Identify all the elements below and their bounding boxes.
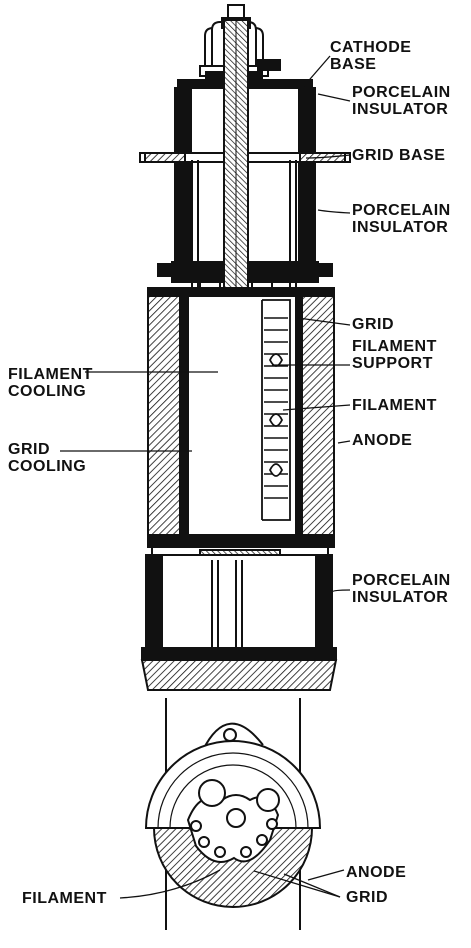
label-filament: FILAMENT xyxy=(352,397,437,414)
label-grid-cooling: GRID COOLING xyxy=(8,441,87,475)
label-porcelain-insulator-bottom: PORCELAIN INSULATOR xyxy=(352,572,451,606)
label-grid-base: GRID BASE xyxy=(352,147,446,164)
label-anode: ANODE xyxy=(352,432,413,449)
label-filament-cooling: FILAMENT COOLING xyxy=(8,366,93,400)
label-cathode-base: CATHODE BASE xyxy=(330,39,412,73)
label-section-filament: FILAMENT xyxy=(22,890,107,907)
label-grid: GRID xyxy=(352,316,394,333)
label-section-anode: ANODE xyxy=(346,864,407,881)
anode-body xyxy=(147,287,335,548)
leader-lines xyxy=(59,55,351,899)
label-section-grid: GRID xyxy=(346,889,388,906)
label-filament-support: FILAMENT SUPPORT xyxy=(352,338,437,372)
lower-insulator xyxy=(140,546,338,691)
plan-view xyxy=(144,698,322,930)
label-porcelain-insulator-top: PORCELAIN INSULATOR xyxy=(352,84,451,118)
label-porcelain-insulator-middle: PORCELAIN INSULATOR xyxy=(352,202,451,236)
